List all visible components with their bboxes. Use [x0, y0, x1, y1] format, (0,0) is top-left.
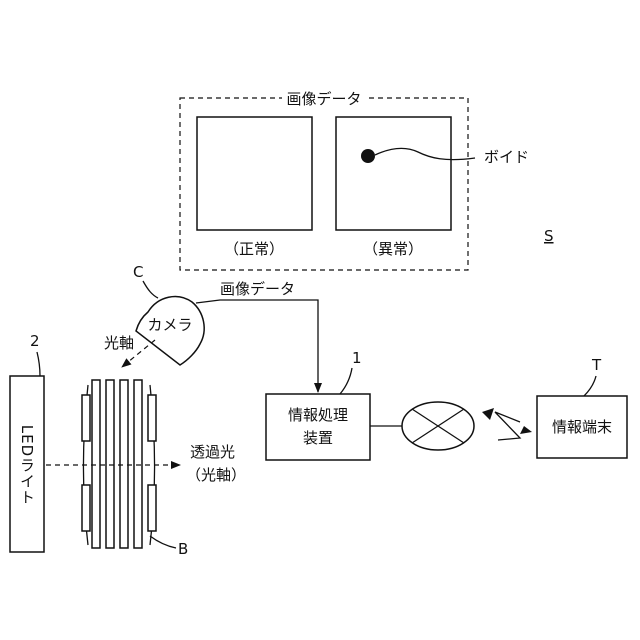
void-label: ボイド	[484, 148, 529, 166]
transmitted-light-line1: 透過光	[190, 443, 235, 461]
network-node	[402, 402, 474, 450]
battery-stack	[82, 380, 156, 548]
camera-label: カメラ	[147, 316, 192, 334]
wireless-link	[495, 412, 520, 440]
normal-image	[197, 117, 312, 230]
processor-ref-leader	[340, 368, 352, 394]
system-label: S	[544, 227, 554, 245]
terminal-ref: T	[591, 356, 602, 374]
camera-ref-leader	[143, 281, 158, 298]
image-data-title: 画像データ	[286, 90, 361, 108]
transmitted-light-line2: （光軸）	[186, 466, 246, 484]
processor-line2: 装置	[303, 429, 333, 447]
normal-caption: （正常）	[224, 240, 284, 258]
led-ref-leader	[37, 352, 40, 376]
processor-box[interactable]	[266, 394, 370, 460]
image-data-arrow-label: 画像データ	[220, 280, 295, 298]
processor-ref: 1	[352, 349, 362, 367]
terminal-label: 情報端末	[552, 418, 612, 436]
processor-line1: 情報処理	[288, 406, 348, 424]
battery-ref-leader	[150, 536, 176, 548]
abnormal-caption: （異常）	[363, 240, 423, 258]
led-label: LEDライト	[18, 425, 36, 505]
optical-axis-label: 光軸	[104, 334, 134, 352]
terminal-ref-leader	[584, 376, 596, 396]
camera-ref: C	[133, 263, 143, 281]
battery-ref: B	[178, 540, 188, 558]
image-data-arrow	[196, 300, 318, 392]
led-ref: 2	[30, 332, 40, 350]
abnormal-image	[336, 117, 451, 230]
void-dot	[361, 149, 375, 163]
